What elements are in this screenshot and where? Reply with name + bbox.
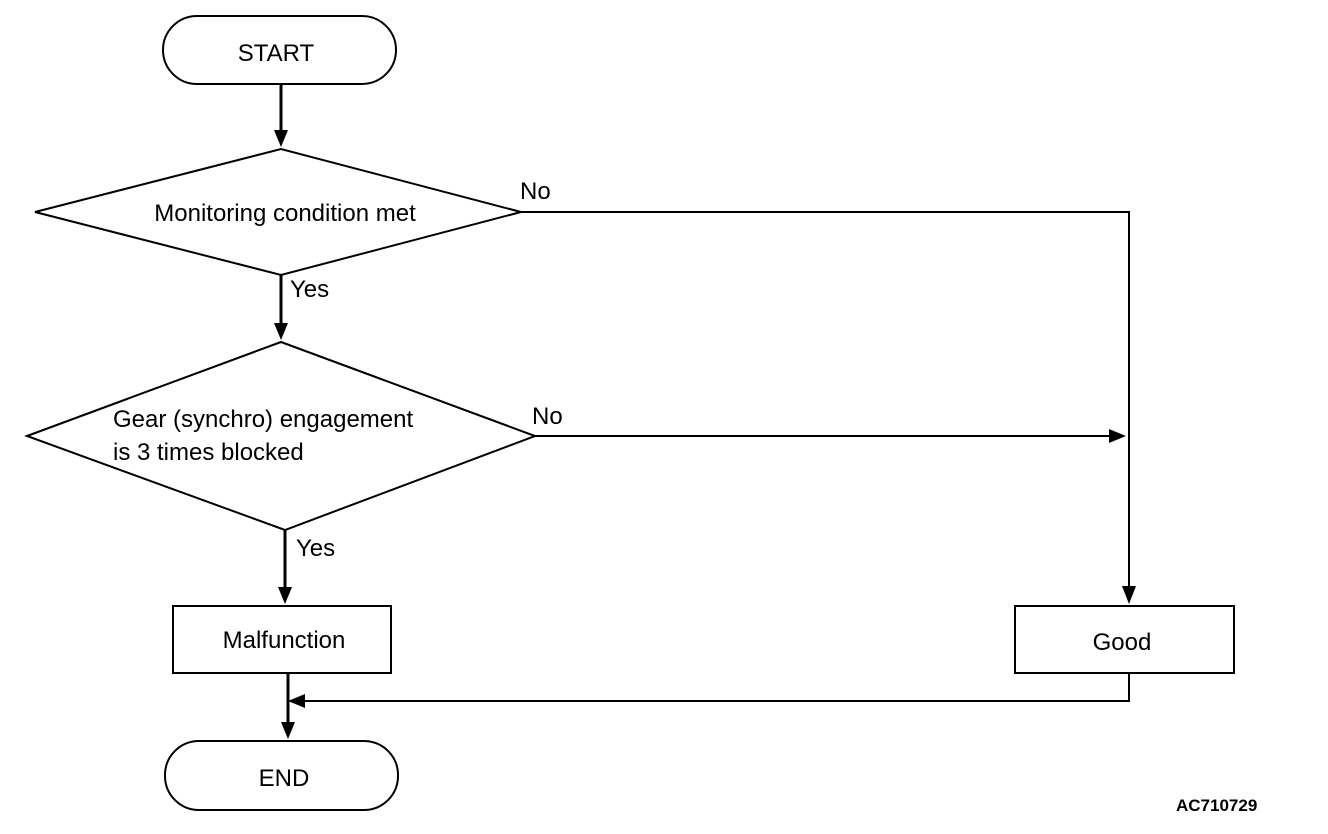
connector-decision-1-yes: Yes <box>274 275 329 340</box>
arrowhead-icon <box>278 587 292 604</box>
connector-decision-2-yes: Yes <box>278 530 335 604</box>
arrowhead-icon <box>274 323 288 340</box>
good-box: Good <box>1014 605 1235 674</box>
start-node: START <box>162 15 397 85</box>
good-label: Good <box>1093 629 1152 656</box>
connector-start-to-decision-1 <box>274 84 288 147</box>
malfunction-box: Malfunction <box>172 605 392 674</box>
arrowhead-icon <box>1109 429 1126 443</box>
connector-decision-1-no: No <box>520 178 1136 604</box>
arrowhead-icon <box>281 722 295 739</box>
decision-gear-engagement-line-1: Gear (synchro) engagement <box>113 406 413 433</box>
decision-2-yes-label: Yes <box>296 535 335 562</box>
end-label: END <box>259 765 310 792</box>
connector-good-to-merge <box>288 673 1130 708</box>
decision-1-yes-label: Yes <box>290 276 329 303</box>
decision-1-no-label: No <box>520 178 551 205</box>
decision-monitoring-condition: Monitoring condition met <box>34 147 525 277</box>
start-label: START <box>238 40 315 67</box>
figure-id: AC710729 <box>1176 796 1257 815</box>
arrowhead-icon <box>274 130 288 147</box>
arrowhead-icon <box>288 694 305 708</box>
decision-gear-engagement-line-2: is 3 times blocked <box>113 439 304 466</box>
malfunction-label: Malfunction <box>223 627 346 654</box>
arrowhead-icon <box>1122 586 1136 604</box>
connector-malfunction-to-end <box>281 673 295 739</box>
decision-gear-engagement: Gear (synchro) engagement is 3 times blo… <box>24 340 538 532</box>
decision-2-no-label: No <box>532 403 563 430</box>
connector-decision-2-no: No <box>532 403 1126 443</box>
end-node: END <box>164 740 399 811</box>
decision-monitoring-condition-label: Monitoring condition met <box>154 200 416 227</box>
